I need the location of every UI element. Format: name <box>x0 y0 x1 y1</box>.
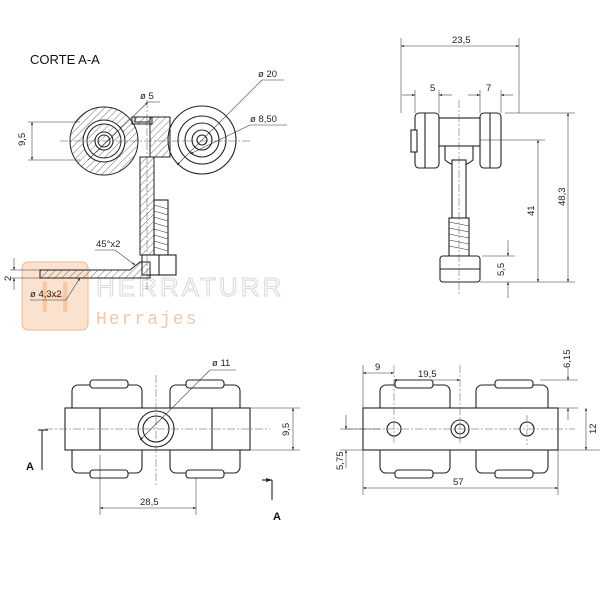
dim-w195: 19,5 <box>418 369 437 380</box>
dim-d5: ø 5 <box>140 91 154 102</box>
dim-d20: ø 20 <box>258 69 277 80</box>
dim-h615: 6,15 <box>562 350 573 369</box>
dim-h12: 12 <box>588 423 599 434</box>
dim-plan-95: 9,5 <box>281 423 292 436</box>
dim-w235: 23,5 <box>452 35 471 46</box>
dim-section-95: 9,5 <box>17 133 28 146</box>
dim-w9: 9 <box>375 362 380 373</box>
dim-w7: 7 <box>486 83 491 94</box>
plan-view: ø 11 9,5 28,5 A A <box>26 358 300 523</box>
section-marker-left: A <box>26 461 34 473</box>
dim-w5: 5 <box>430 83 435 94</box>
dim-h575: 5,75 <box>335 452 346 471</box>
dim-d11: ø 11 <box>212 358 230 369</box>
section-title: CORTE A-A <box>30 52 100 67</box>
dim-hole: ø 4,3x2 <box>30 289 62 300</box>
side-view: 23,5 5 7 41 48,3 5,5 <box>400 35 575 298</box>
dim-h483: 48,3 <box>557 188 568 207</box>
watermark-logo-icon <box>21 261 89 331</box>
watermark-logo-letter: H <box>39 273 71 322</box>
bottom-view: 9 19,5 6,15 12 5,75 57 <box>335 350 600 495</box>
dim-h55: 5,5 <box>496 263 507 276</box>
dim-chamfer: 45°x2 <box>96 239 120 250</box>
dim-w285: 28,5 <box>140 497 159 508</box>
section-view: ø 5 ø 20 ø 8,50 9,5 45°x2 2 ø 4,3x2 <box>3 69 287 301</box>
dim-section-2: 2 <box>3 276 14 281</box>
dim-h41: 41 <box>526 205 537 216</box>
section-marker-right: A <box>273 511 281 523</box>
watermark-subtitle: Herrajes <box>96 310 198 330</box>
dim-d850: ø 8,50 <box>250 114 277 125</box>
side-body <box>438 117 481 147</box>
dim-w57: 57 <box>453 477 464 488</box>
side-left-wheel <box>414 112 440 169</box>
